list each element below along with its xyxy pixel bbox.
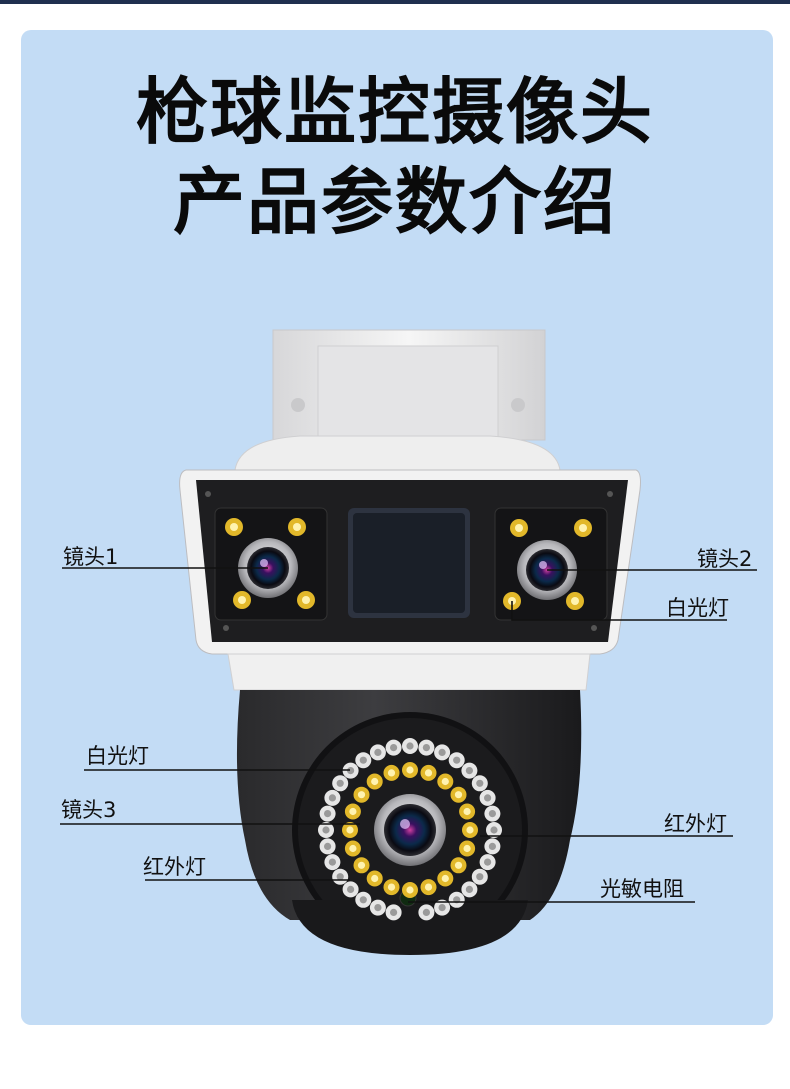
wall-mount xyxy=(234,329,561,471)
led-core xyxy=(454,791,463,799)
led-core xyxy=(349,844,357,853)
led-core xyxy=(390,908,398,917)
title-line-1: 枪球监控摄像头 xyxy=(135,70,654,154)
led-core xyxy=(322,826,330,834)
lens-1 xyxy=(214,507,328,621)
led-core xyxy=(424,769,433,777)
led-core xyxy=(387,769,396,777)
led-core xyxy=(466,826,474,834)
label-lens-1: 镜头1 xyxy=(63,545,119,569)
label-lens-3: 镜头3 xyxy=(61,798,117,822)
led-core xyxy=(328,858,336,866)
led-core xyxy=(422,908,430,917)
led-core xyxy=(465,885,473,894)
led-core xyxy=(438,748,446,757)
top-border xyxy=(0,0,790,4)
led-core xyxy=(463,807,471,816)
led-core xyxy=(490,826,498,834)
led-core xyxy=(488,842,496,851)
led-core xyxy=(324,810,332,818)
led-core xyxy=(465,767,473,775)
led-core xyxy=(349,807,357,816)
led-core xyxy=(438,904,446,912)
callout-lines xyxy=(60,567,757,903)
label-photoresistor: 光敏电阻 xyxy=(600,877,684,901)
led-core xyxy=(422,744,430,752)
led-core xyxy=(463,844,471,853)
led-core xyxy=(347,885,355,894)
led-core xyxy=(336,779,344,787)
label-white-light-bottom: 白光灯 xyxy=(86,744,149,768)
led-core xyxy=(441,777,449,786)
led-core xyxy=(371,874,379,883)
led-core xyxy=(484,794,492,802)
led-core xyxy=(359,896,367,904)
led-core xyxy=(324,842,332,851)
led-core xyxy=(346,826,354,834)
label-ir-light-left: 红外灯 xyxy=(143,855,206,879)
led-core xyxy=(424,883,433,891)
led-core xyxy=(453,756,461,764)
title-line-2: 产品参数介绍 xyxy=(172,160,617,244)
led-core xyxy=(357,791,366,799)
led-core xyxy=(454,861,463,869)
led-core xyxy=(359,756,367,764)
led-core xyxy=(374,904,382,912)
label-lens-2: 镜头2 xyxy=(697,547,753,571)
led-core xyxy=(406,886,414,894)
dome-housing xyxy=(236,690,582,955)
led-core xyxy=(390,744,398,752)
led-core xyxy=(371,777,379,786)
white-led-ring xyxy=(342,762,478,898)
led-core xyxy=(387,883,396,891)
led-core xyxy=(347,767,355,775)
led-core xyxy=(406,742,414,750)
label-ir-light-right: 红外灯 xyxy=(664,812,727,836)
led-core xyxy=(374,748,382,757)
label-white-light-top: 白光灯 xyxy=(666,596,729,620)
led-core xyxy=(441,874,449,883)
led-core xyxy=(476,873,484,881)
led-core xyxy=(488,810,496,818)
led-core xyxy=(328,794,336,802)
led-core xyxy=(476,779,484,787)
led-core xyxy=(336,873,344,881)
led-core xyxy=(357,861,366,869)
led-core xyxy=(484,858,492,866)
led-core xyxy=(406,766,414,774)
